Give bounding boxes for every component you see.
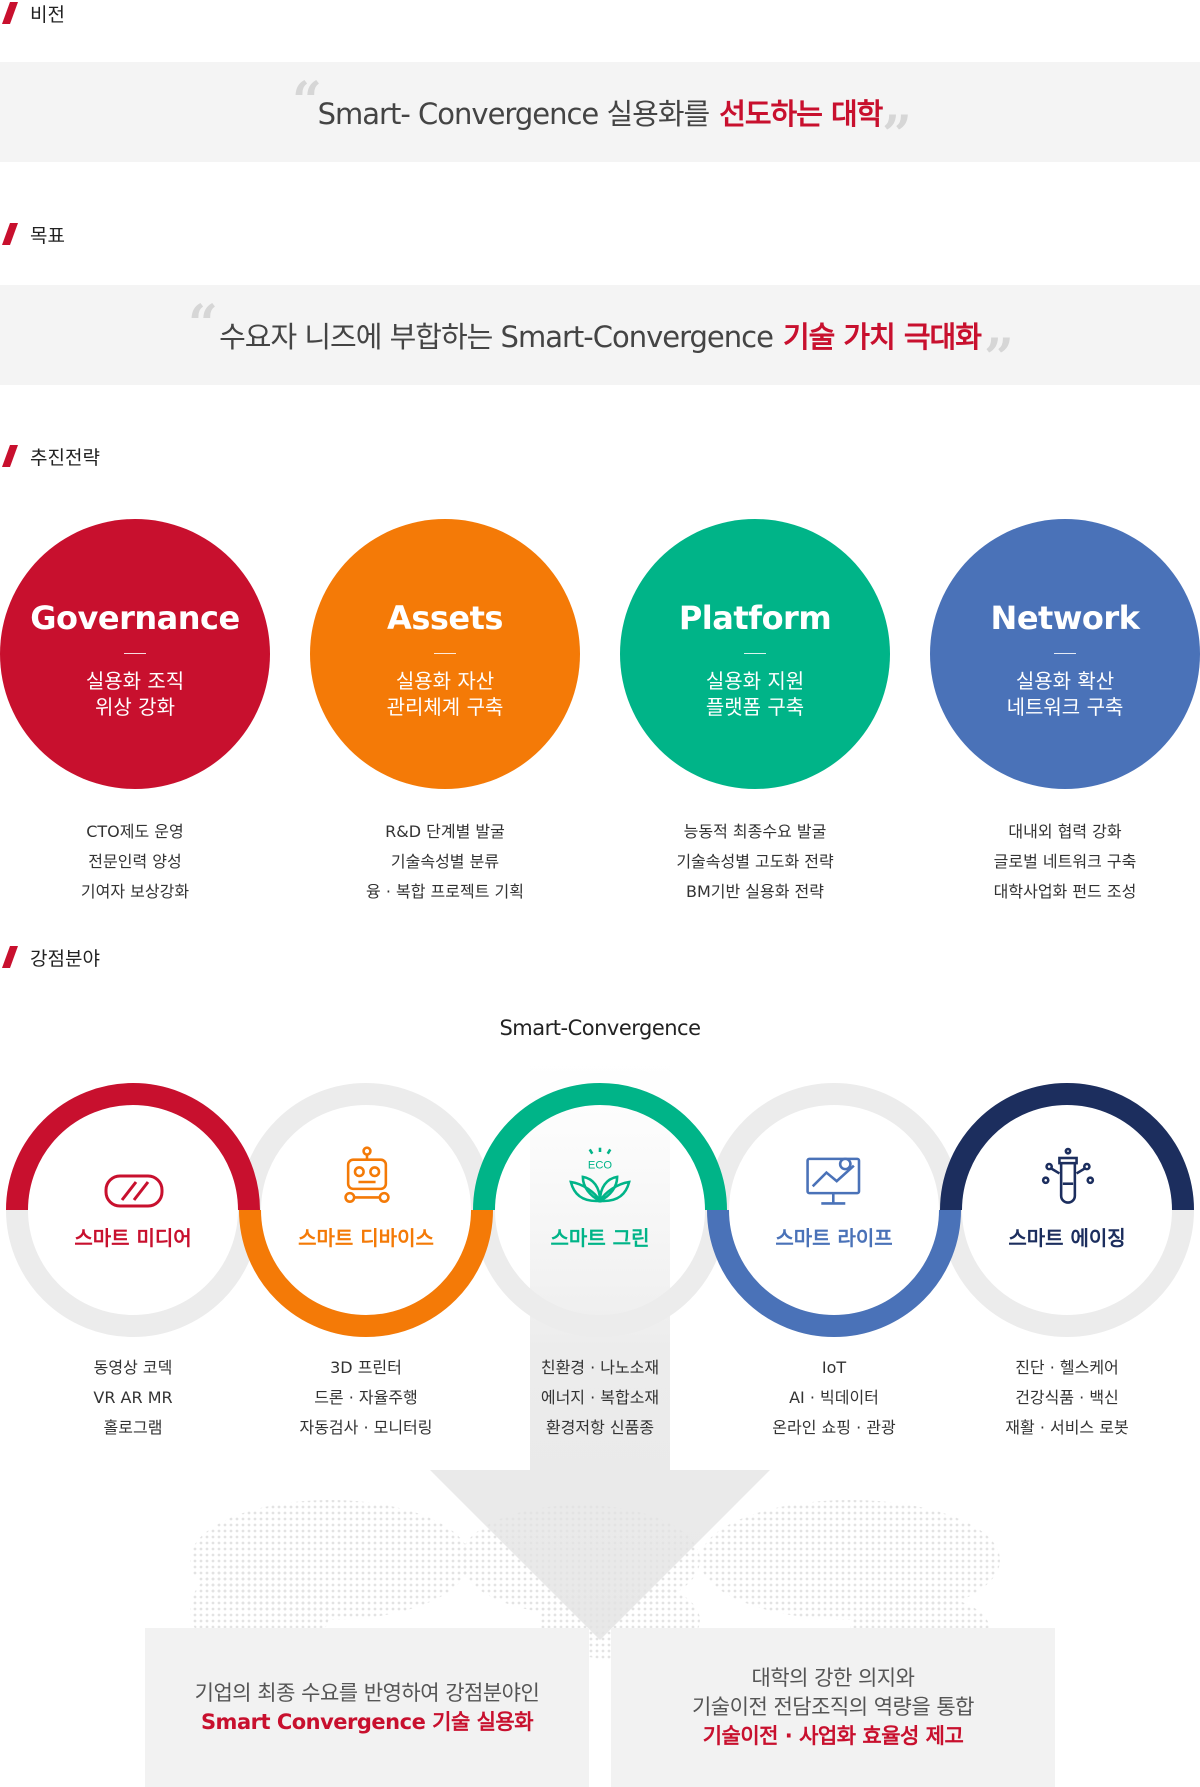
- strategy-items: 대내외 협력 강화 글로벌 네트워크 구축 대학사업화 펀드 조성: [993, 822, 1137, 901]
- ring-smart-device: [239, 1209, 493, 1337]
- goal-highlight: 기술 가치 극대화: [782, 320, 982, 354]
- strategy-assets: Assets 실용화 자산 관리체계 구축 R&D 단계별 발굴 기술속성별 분…: [310, 519, 580, 907]
- section-marker-icon: [1, 2, 19, 24]
- vr-headset-icon: [104, 1174, 164, 1208]
- section-title-vision: 비전: [0, 0, 65, 26]
- section-title-strength: 강점분야: [0, 944, 100, 970]
- section-marker-icon: [1, 445, 19, 467]
- strategy-platform: Platform 실용화 지원 플랫폼 구축 능동적 최종수요 발굴 기술속성별…: [620, 519, 890, 907]
- vision-banner: “ Smart- Convergence 실용화를 선도하는 대학 ”: [0, 62, 1200, 162]
- strategy-network: Network 실용화 확산 네트워크 구축 대내외 협력 강화 글로벌 네트워…: [930, 519, 1200, 907]
- test-tube-icon: [1041, 1147, 1095, 1204]
- vision-highlight: 선도하는 대학: [719, 97, 883, 131]
- summary-box-right: 대학의 강한 의지와 기술이전 전담조직의 역량을 통합 기술이전 · 사업화 …: [611, 1628, 1055, 1787]
- field-items-smart-green: 친환경 · 나노소재 에너지 · 복합소재 환경저항 신품종: [540, 1358, 660, 1437]
- map-monitor-icon: [806, 1157, 861, 1205]
- strategy-circle: Network 실용화 확산 네트워크 구축: [930, 519, 1200, 789]
- ring-smart-aging: [940, 1083, 1194, 1211]
- close-quote-icon: ”: [882, 105, 912, 166]
- goal-text: 수요자 니즈에 부합하는 Smart-Convergence: [219, 320, 774, 354]
- robot-icon: [344, 1146, 390, 1203]
- eco-leaf-icon: ECO: [569, 1147, 631, 1203]
- field-items-smart-aging: 진단 · 헬스케어 건강식품 · 백신 재활 · 서비스 로봇: [1005, 1358, 1129, 1437]
- field-items-smart-media: 동영상 코덱 VR AR MR 홀로그램: [93, 1358, 173, 1437]
- field-rings: [6, 1083, 1194, 1337]
- strategy-items: 능동적 최종수요 발굴 기술속성별 고도화 전략 BM기반 실용화 전략: [676, 822, 834, 901]
- vision-text: Smart- Convergence 실용화를: [317, 97, 711, 131]
- field-label-smart-device: 스마트 디바이스: [298, 1226, 434, 1250]
- smart-convergence-title: Smart-Convergence: [499, 1016, 701, 1040]
- goal-banner: “ 수요자 니즈에 부합하는 Smart-Convergence 기술 가치 극…: [0, 285, 1200, 385]
- strategy-circle: Platform 실용화 지원 플랫폼 구축: [620, 519, 890, 789]
- field-label-smart-media: 스마트 미디어: [74, 1226, 192, 1250]
- section-marker-icon: [1, 223, 19, 245]
- field-label-smart-aging: 스마트 에이징: [1008, 1226, 1126, 1250]
- strategy-items: R&D 단계별 발굴 기술속성별 분류 융 · 복합 프로젝트 기획: [366, 822, 524, 901]
- strategy-governance: Governance 실용화 조직 위상 강화 CTO제도 운영 전문인력 양성…: [0, 519, 270, 907]
- strategy-items: CTO제도 운영 전문인력 양성 기여자 보상강화: [80, 822, 190, 901]
- field-label-smart-life: 스마트 라이프: [775, 1226, 893, 1250]
- field-items-smart-life: IoT AI · 빅데이터 온라인 쇼핑 · 관광: [772, 1358, 896, 1437]
- summary-box-left: 기업의 최종 수요를 반영하여 강점분야인 Smart Convergence …: [145, 1628, 589, 1787]
- section-title-strategy: 추진전략: [0, 443, 100, 469]
- open-quote-icon: “: [188, 294, 218, 355]
- field-label-smart-green: 스마트 그린: [550, 1226, 650, 1250]
- field-items-smart-device: 3D 프린터 드론 · 자율주행 자동검사 · 모니터링: [299, 1358, 433, 1437]
- ring-smart-life: [707, 1209, 961, 1337]
- open-quote-icon: “: [292, 71, 322, 132]
- strategy-circle: Assets 실용화 자산 관리체계 구축: [310, 519, 580, 789]
- eco-icon-text: ECO: [588, 1159, 612, 1171]
- ring-smart-media: [6, 1083, 260, 1211]
- close-quote-icon: ”: [984, 328, 1014, 389]
- ring-smart-green: [473, 1083, 727, 1211]
- strategy-circle: Governance 실용화 조직 위상 강화: [0, 519, 270, 789]
- funnel-shape: [430, 1060, 770, 1640]
- section-marker-icon: [1, 946, 19, 968]
- section-title-goal: 목표: [0, 221, 65, 247]
